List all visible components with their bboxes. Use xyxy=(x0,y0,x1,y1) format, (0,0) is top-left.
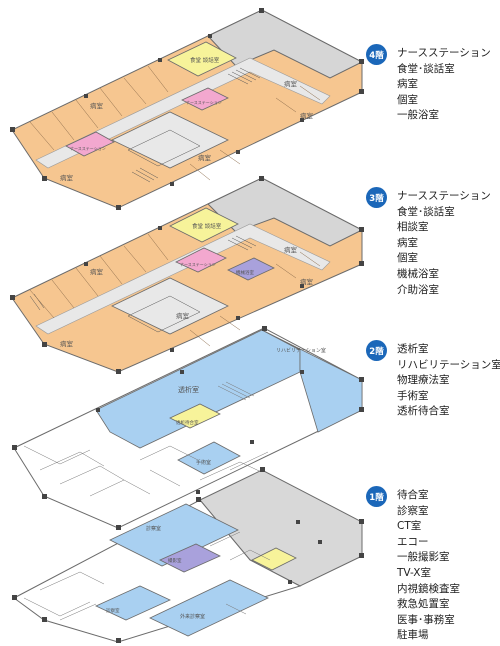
floor-1-badge: 1階 xyxy=(366,486,387,507)
plan-label: ナースステーション xyxy=(70,145,106,151)
plan-label: ナースステーション xyxy=(180,261,216,267)
plan-label: 病室 xyxy=(60,173,74,182)
plan-label: 手術室 xyxy=(196,459,211,466)
plan-label: 機械浴室 xyxy=(236,269,254,276)
room-item: リハビリテーション室･ xyxy=(397,358,500,371)
room-item: 診察室 xyxy=(397,504,429,517)
plan-label: 外来診察室 xyxy=(180,613,205,620)
floor-4-badge: 4階 xyxy=(366,44,387,65)
plan-label: 病室 xyxy=(284,245,298,254)
plan-label: 食堂 談話室 xyxy=(192,222,222,230)
plan-label: 透析室 xyxy=(178,385,199,394)
plan-label: 病室 xyxy=(90,267,104,276)
plan-label: 病室 xyxy=(284,79,298,88)
room-item: 相談室 xyxy=(397,221,429,234)
plan-label: 病室 xyxy=(60,339,74,348)
room-item: 手術室 xyxy=(397,389,429,402)
room-item: TV-X室 xyxy=(397,566,431,579)
room-item: 介助浴室 xyxy=(397,283,439,296)
floor-3-plan: 病室 病室 病室 病室 病室 食堂 談話室 ナースステーション 機械浴室 xyxy=(10,176,364,374)
plan-label: リハビリテーション室 xyxy=(276,347,326,354)
plan-label: 病室 xyxy=(300,277,314,286)
room-item: 内視鏡検査室 xyxy=(397,582,460,595)
floor-2-room-list: 透析室 リハビリテーション室･ 物理療法室 手術室 透析待合室 xyxy=(397,342,500,420)
floor-3-badge: 3階 xyxy=(366,187,387,208)
room-item: 機械浴室 xyxy=(397,267,439,280)
room-item: 食堂･談話室 xyxy=(397,62,455,75)
floor-4-room-list: ナースステーション 食堂･談話室 病室 個室 一般浴室 xyxy=(397,46,491,124)
room-item: 救急処置室 xyxy=(397,598,450,611)
room-item: 駐車場 xyxy=(397,629,429,642)
floor-4-plan: 病室 病室 病室 病室 病室 食堂 談話室 ナースステーション ナースステーショ… xyxy=(10,8,364,210)
plan-label: 病室 xyxy=(300,111,314,120)
room-item: 透析待合室 xyxy=(397,405,450,418)
room-item: 物理療法室 xyxy=(397,374,450,387)
room-item: 一般浴室 xyxy=(397,109,439,122)
plan-label: 食堂 談話室 xyxy=(190,56,220,64)
plan-label: 撮影室 xyxy=(168,557,182,564)
plan-label: 診察室 xyxy=(106,607,120,614)
plan-label: 病室 xyxy=(176,311,190,320)
plan-label: 診察室 xyxy=(146,525,161,532)
room-item: ナースステーション xyxy=(397,47,491,59)
room-item: 食堂･談話室 xyxy=(397,205,455,218)
plan-label: 病室 xyxy=(198,153,212,162)
room-item: CT室 xyxy=(397,520,422,533)
room-item: 待合室 xyxy=(397,489,429,501)
floor-3-room-list: ナースステーション 食堂･談話室 相談室 病室 個室 機械浴室 介助浴室 xyxy=(397,189,491,298)
room-item: 病室 xyxy=(397,78,418,91)
plan-label: ナースステーション xyxy=(186,99,222,105)
room-item: エコー xyxy=(397,535,429,548)
floor-1-plan: 診察室 撮影室 診察室 外来診察室 xyxy=(12,467,364,643)
floor-2-plan: 透析室 リハビリテーション室 透析待合室 手術室 xyxy=(12,326,364,530)
room-item: 一般撮影室 xyxy=(397,551,450,564)
room-item: 病室 xyxy=(397,236,418,249)
room-item: ナースステーション xyxy=(397,190,491,202)
plan-label: 透析待合室 xyxy=(176,419,199,426)
floor-1-room-list: 待合室 診察室 CT室 エコー 一般撮影室 TV-X室 内視鏡検査室 救急処置室… xyxy=(397,488,460,644)
room-item: 医事･事務室 xyxy=(397,613,455,626)
room-item: 個室 xyxy=(397,252,418,265)
room-item: 個室 xyxy=(397,93,418,106)
plan-label: 病室 xyxy=(90,101,104,110)
room-item: 透析室 xyxy=(397,343,429,355)
floor-2-badge: 2階 xyxy=(366,340,387,361)
